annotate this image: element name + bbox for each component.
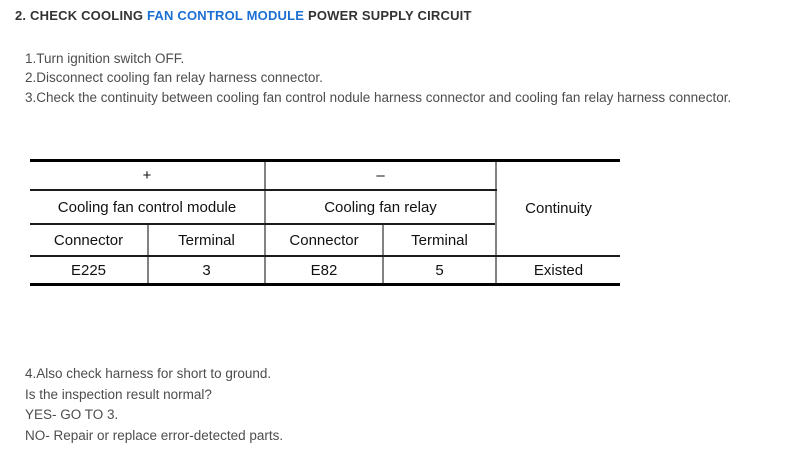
section-title-prefix: 2. CHECK COOLING <box>15 8 147 23</box>
module-connector-value-cell: E225 <box>70 261 107 279</box>
relay-terminal-value-cell: 5 <box>382 256 497 285</box>
polarity-minus-cell: – <box>264 160 497 191</box>
step-3: 3.Check the continuity between cooling f… <box>25 89 732 105</box>
relay-terminal-header-cell: Terminal <box>382 224 497 257</box>
polarity-plus-cell: + <box>30 160 266 191</box>
module-group-header-cell: Cooling fan control module <box>30 190 266 225</box>
step-4: 4.Also check harness for short to ground… <box>25 366 272 381</box>
continuity-check-table: + – Continuity Cooling fan control modul… <box>30 159 621 286</box>
continuity-value-cell: Existed <box>495 256 621 285</box>
module-connector-header-cell: Connector <box>30 224 148 257</box>
result-block: 4.Also check harness for short to ground… <box>25 364 283 447</box>
relay-connector-value-cell: E82 <box>264 256 384 285</box>
procedure-steps: 1.Turn ignition switch OFF. 2.Disconnect… <box>25 49 731 107</box>
step-2: 2.Disconnect cooling fan relay harness c… <box>25 70 323 86</box>
relay-connector-header-cell: Connector <box>264 224 384 257</box>
no-result: NO- Repair or replace error-detected par… <box>25 428 284 444</box>
yes-result: YES- GO TO 3. <box>25 407 119 423</box>
section-title: 2. CHECK COOLING FAN CONTROL MODULE POWE… <box>15 8 472 23</box>
step-1: 1.Turn ignition switch OFF. <box>25 51 185 66</box>
section-title-suffix: POWER SUPPLY CIRCUIT <box>304 8 472 23</box>
inspection-question: Is the inspection result normal? <box>25 386 212 402</box>
continuity-table: + – Continuity Cooling fan control modul… <box>30 159 621 286</box>
module-terminal-header-cell: Terminal <box>146 224 266 257</box>
section-title-highlight: FAN CONTROL MODULE <box>146 8 305 23</box>
continuity-header-cell: Continuity <box>495 160 621 257</box>
module-terminal-value-cell: 3 <box>146 256 266 285</box>
relay-group-header-cell: Cooling fan relay <box>264 190 497 225</box>
